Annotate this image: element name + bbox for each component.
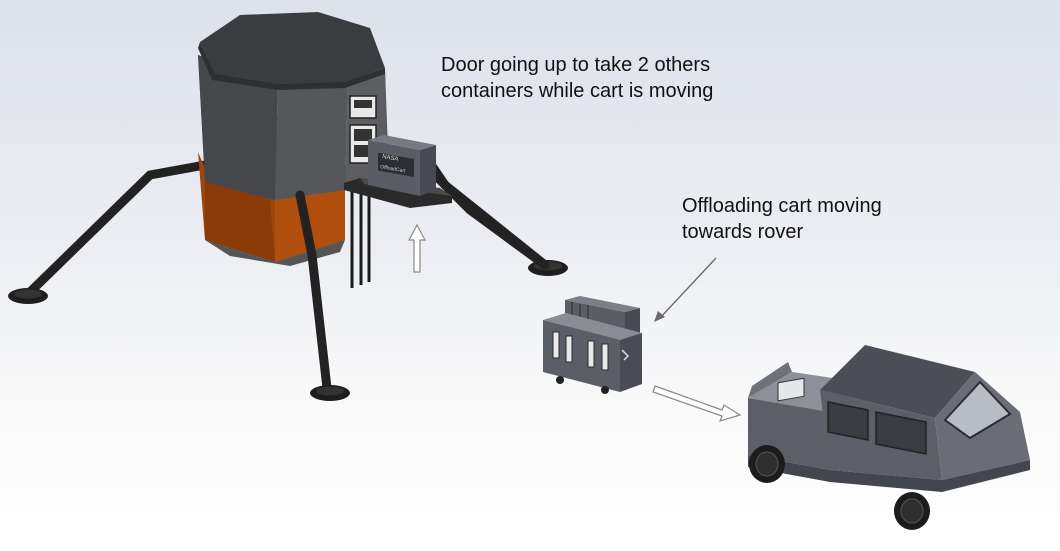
rover-cab-roof bbox=[820, 345, 975, 418]
lander-leg-right bbox=[423, 155, 568, 276]
container-logo-text: NASA bbox=[382, 154, 399, 163]
lunar-lander: NASA OffloadCart bbox=[8, 12, 568, 401]
door-rails bbox=[350, 186, 371, 288]
offloading-cart bbox=[543, 296, 642, 394]
cart-body bbox=[543, 320, 620, 392]
door-annotation: Door going up to take 2 others container… bbox=[441, 52, 713, 104]
door-annotation-line-2: containers while cart is moving bbox=[441, 80, 714, 102]
door-up-arrow bbox=[408, 223, 426, 273]
cart-pointer-line bbox=[654, 257, 717, 322]
door-annotation-line-1: Door going up to take 2 others bbox=[441, 54, 711, 76]
cart-annotation: Offloading cart moving towards rover bbox=[682, 193, 882, 245]
rover-side-window-2 bbox=[875, 411, 927, 455]
rover-windshield bbox=[943, 380, 1012, 440]
cart-annotation-line-2: towards rover bbox=[682, 221, 804, 243]
lander-leg-front bbox=[295, 190, 350, 401]
cart-motion-arrow bbox=[652, 385, 742, 422]
lander-top bbox=[200, 12, 385, 84]
rover-wheel-front bbox=[894, 492, 930, 530]
lander-leg-left bbox=[8, 160, 210, 304]
cart-annotation-line-1: Offloading cart moving bbox=[682, 195, 882, 217]
container-caption-text: OffloadCart bbox=[380, 164, 407, 174]
lander-cargo-bay bbox=[349, 95, 377, 164]
lander-leg-front-right bbox=[427, 167, 550, 270]
rover-side-window-1 bbox=[827, 401, 869, 441]
container-on-door: NASA OffloadCart bbox=[368, 135, 436, 196]
rover-wheel-rear bbox=[749, 445, 785, 483]
rover-truck bbox=[748, 345, 1030, 530]
